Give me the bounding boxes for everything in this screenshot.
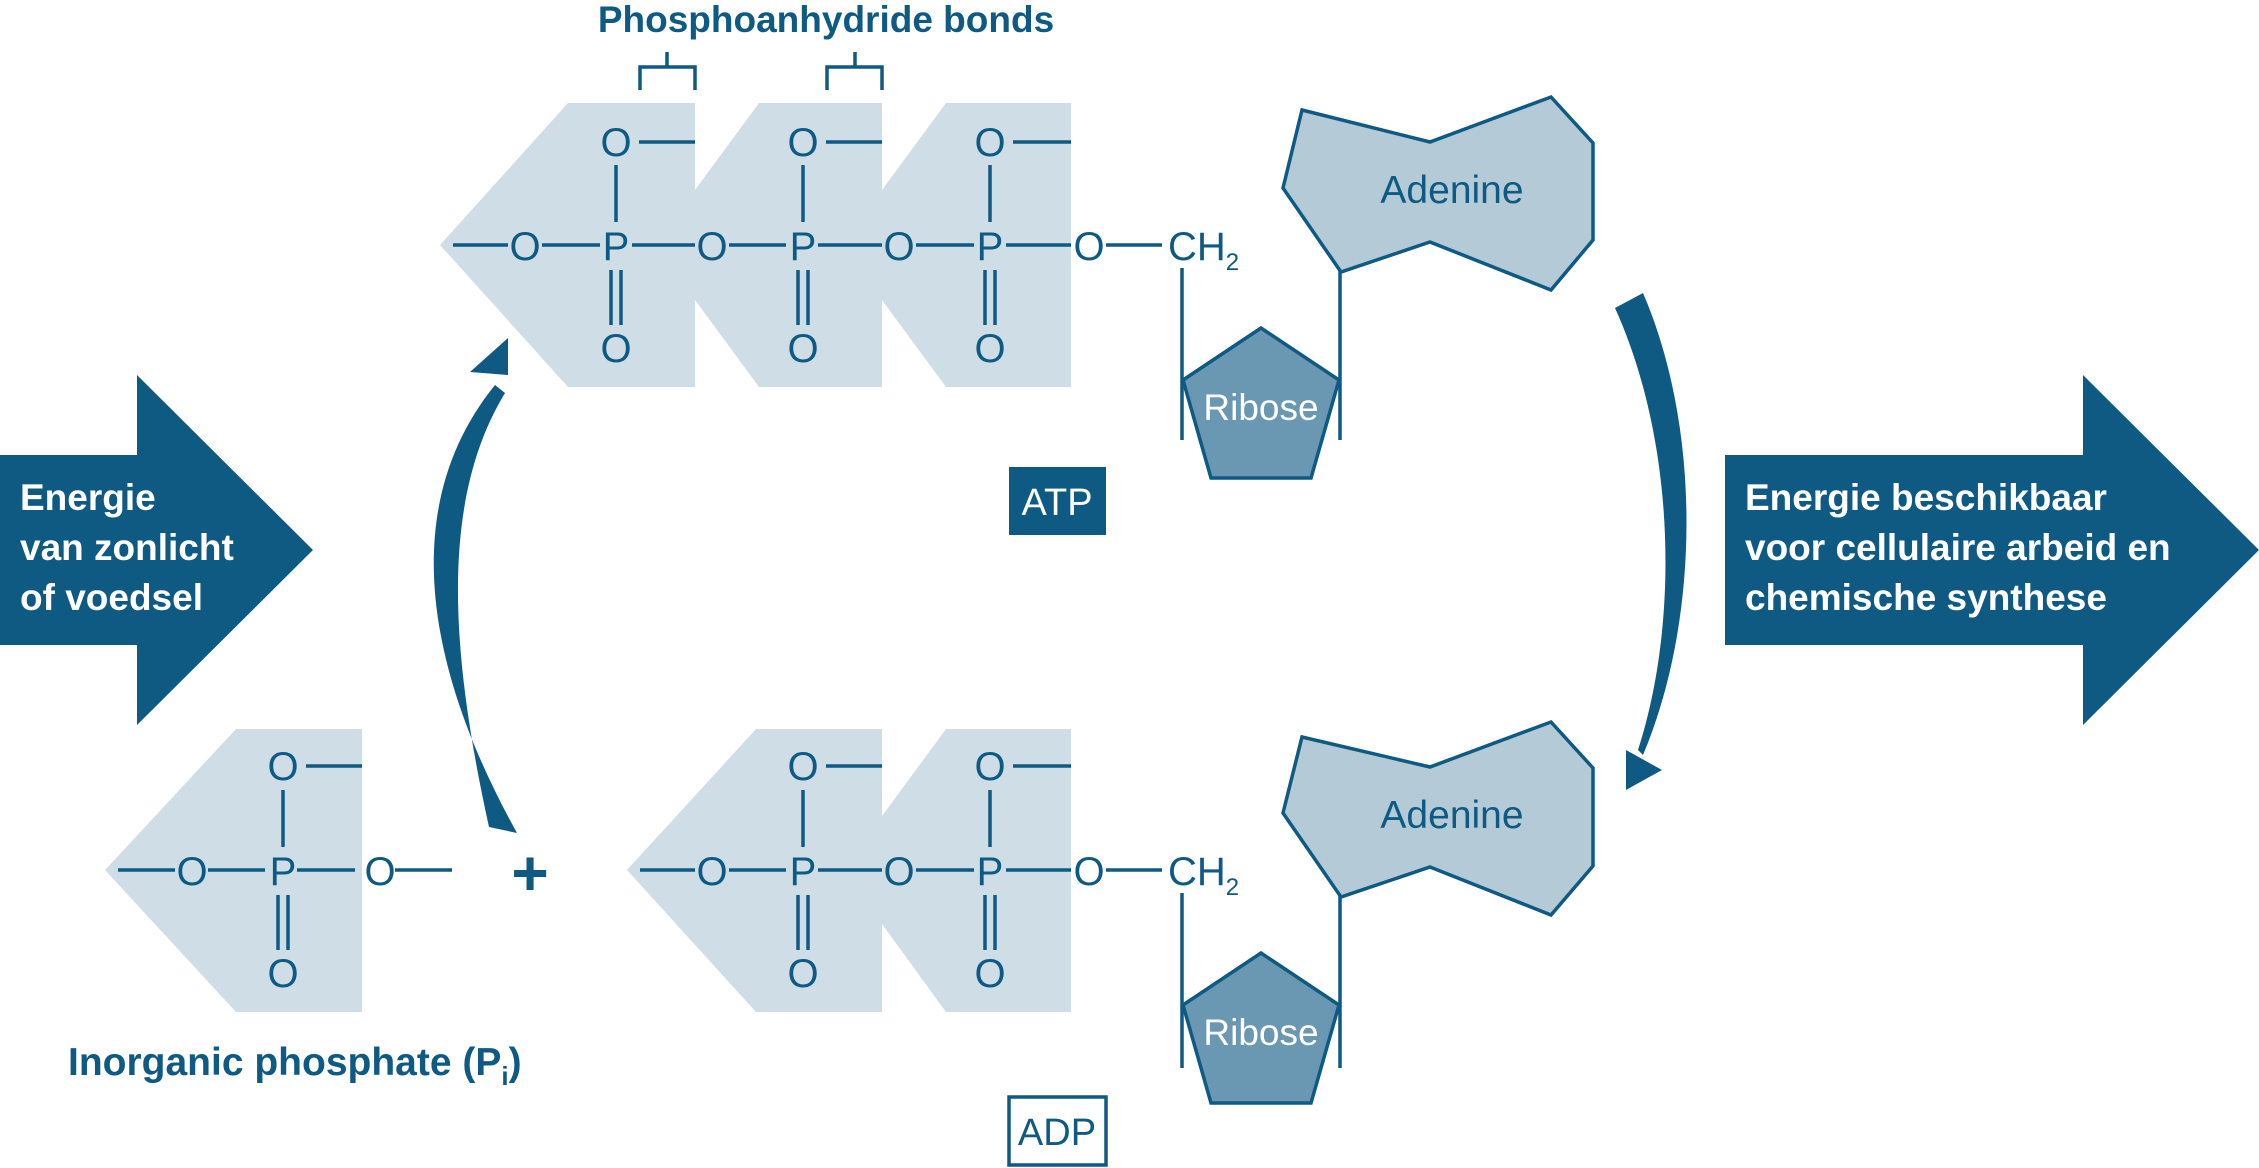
hydrolysis-arrow (1615, 293, 1687, 790)
atp-atom-o-3: O (883, 225, 914, 269)
atp-atom-o-2: O (696, 225, 727, 269)
adp-label-box (1007, 1095, 1108, 1167)
atp-atom-p-1: P (603, 225, 630, 269)
atp-phosphate-shape-2 (695, 103, 882, 387)
atp-bonds (453, 140, 1162, 325)
nucleoside-bonds (1180, 268, 1342, 1068)
energy-in-line-3: of voedsel (20, 577, 203, 618)
energy-out-arrow (1725, 375, 2259, 725)
atp-phosphate-shape-3 (882, 103, 1071, 387)
bond-bracket-2 (825, 52, 884, 90)
atp-atom-o-bottom-2: O (787, 327, 818, 371)
adp-atom-o-top-1: O (787, 745, 818, 789)
adp-atom-o-top-2: O (974, 745, 1005, 789)
adp-atom-o-bottom-2: O (974, 952, 1005, 996)
adp-atom-o-3: O (1073, 850, 1104, 894)
adp-atom-o-1: O (696, 850, 727, 894)
phosphoanhydride-bonds-label: Phosphoanhydride bonds (598, 0, 1054, 40)
adp-atom-o-2: O (883, 850, 914, 894)
adp-label: ADP (1018, 1112, 1096, 1154)
atp-atom-o-bottom-3: O (974, 327, 1005, 371)
atp-atom-o-top-3: O (974, 121, 1005, 165)
atp-atom-p-2: P (790, 225, 817, 269)
energy-out-line-3: chemische synthese (1745, 577, 2107, 618)
energy-out-line-1: Energie beschikbaar (1745, 477, 2107, 518)
bond-bracket-1 (638, 52, 697, 90)
adp-ribose-label: Ribose (1203, 1012, 1318, 1053)
atp-atom-o-4: O (1073, 225, 1104, 269)
atp-atom-o-top-2: O (787, 121, 818, 165)
adp-ch2-label: CH2 (1168, 850, 1239, 901)
atp-ch2-label: CH2 (1168, 225, 1239, 276)
adp-atom-p-1: P (790, 850, 817, 894)
atp-phosphate-shapes (440, 103, 1071, 387)
energy-in-arrow (0, 375, 313, 725)
adp-adenine-shape (1281, 719, 1595, 918)
adp-phosphate-shape-2 (882, 729, 1071, 1012)
pi-atom-o-bottom: O (267, 952, 298, 996)
atp-ribose-shape (1180, 325, 1342, 480)
pi-atom-o-2: O (364, 850, 395, 894)
atp-atom-o-1: O (509, 225, 540, 269)
pi-atom-o-top: O (267, 745, 298, 789)
adp-bonds (640, 764, 1162, 950)
adp-atom-p-2: P (977, 850, 1004, 894)
plus-sign: + (511, 837, 548, 909)
atp-ribose-label: Ribose (1203, 387, 1318, 428)
adp-atom-o-bottom-1: O (787, 952, 818, 996)
synthesis-arrow (433, 338, 517, 833)
atp-label-box (1009, 467, 1106, 535)
pi-atom-o-1: O (176, 850, 207, 894)
energy-in-line-1: Energie (20, 477, 156, 518)
atp-atom-p-3: P (977, 225, 1004, 269)
atp-adenine-label: Adenine (1380, 169, 1523, 212)
atp-atom-o-bottom-1: O (600, 327, 631, 371)
adp-ribose-shape (1180, 950, 1342, 1105)
energy-in-line-2: van zonlicht (20, 527, 234, 568)
atp-atom-o-top-1: O (600, 121, 631, 165)
pi-atom-p: P (270, 850, 297, 894)
energy-out-line-2: voor cellulaire arbeid en (1745, 527, 2171, 568)
pi-bonds (118, 764, 452, 950)
adp-adenine-label: Adenine (1380, 794, 1523, 837)
atp-adenine-shape (1281, 94, 1595, 293)
inorganic-phosphate-label: Inorganic phosphate (Pi) (68, 1041, 522, 1091)
atp-label: ATP (1021, 482, 1092, 524)
